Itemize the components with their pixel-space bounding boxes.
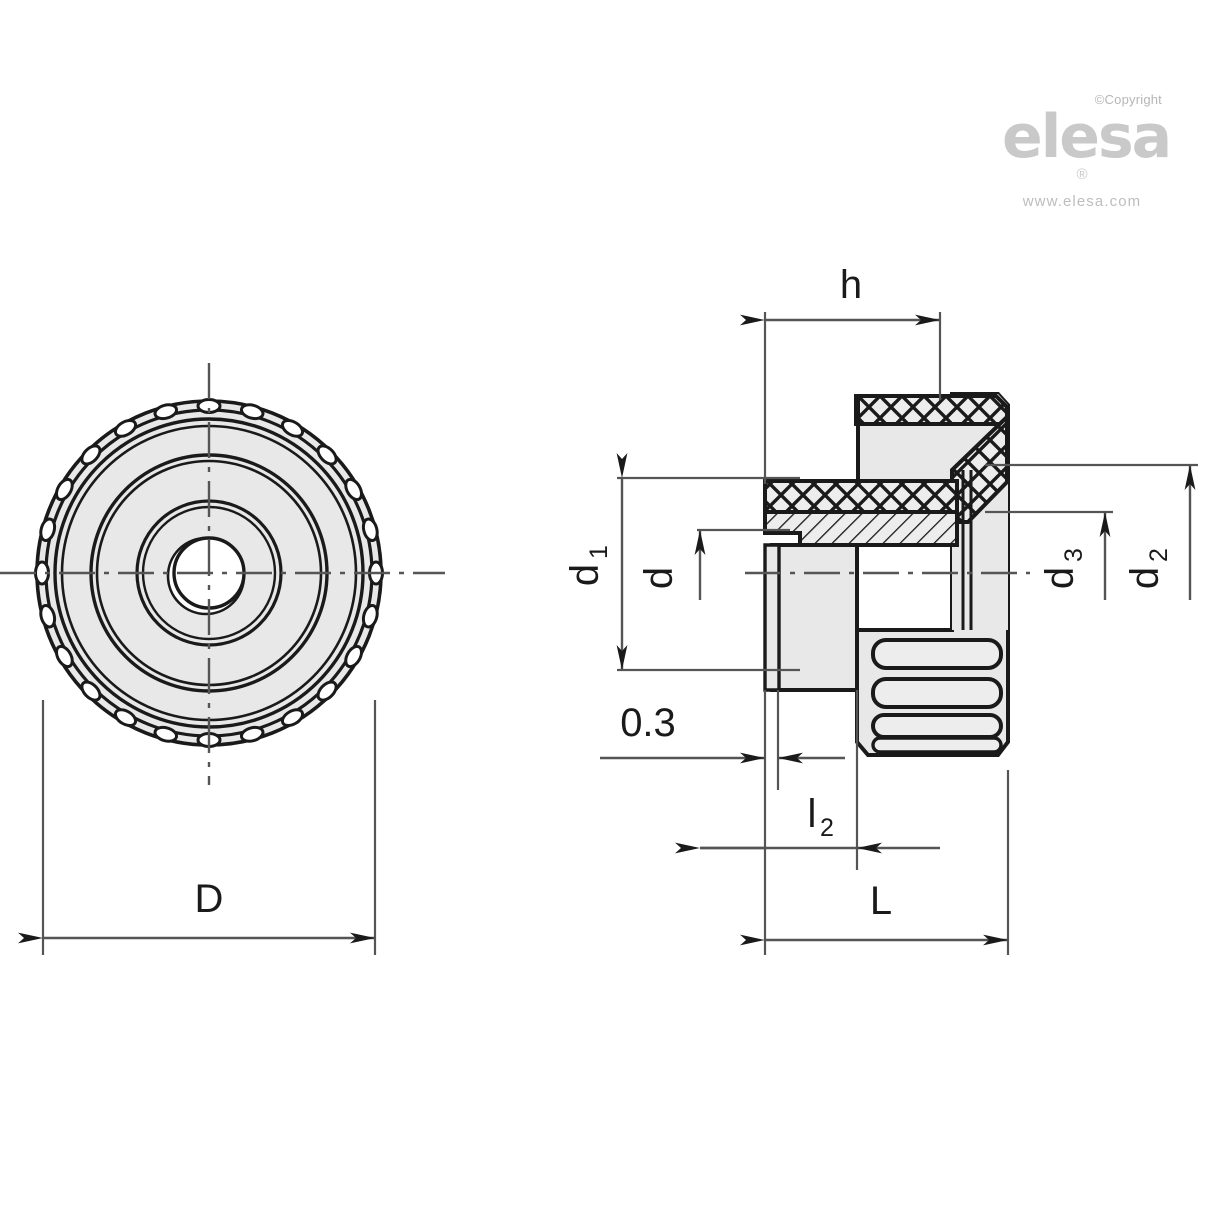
dimension-d1: d 1 [563,453,800,672]
knurl-groove [871,713,1003,739]
dimension-d2: d 2 [985,463,1198,600]
section-knurl-grooves [871,638,1003,754]
knurl-dimple-ring [34,398,384,748]
knurl-groove [871,638,1003,670]
dimension-h: h [740,263,942,484]
copyright-notice: ©Copyright [1094,92,1162,107]
front-view: D [0,363,445,955]
dimension-d3: d 3 [985,510,1113,600]
dimension-d1-label: d [563,564,607,586]
dimension-D: D [18,700,377,955]
metal-insert-section [763,510,959,547]
boss-block [770,543,859,692]
dimension-clearance-label: 0.3 [620,701,676,745]
dimension-l2-label-group: l 2 [808,792,834,842]
dimension-d2-label: d [1123,567,1167,589]
flange-knurl-band [763,479,959,514]
dimension-clearance: 0.3 [600,690,845,860]
brand-logo: elesa® [1002,107,1172,190]
dimension-h-label: h [840,263,862,307]
dimension-d2-label-group: d 2 [1123,548,1173,589]
dimension-d3-label: d [1038,567,1082,589]
elesa-branding: ©Copyright elesa® www.elesa.com [1002,92,1172,211]
boss-left-lip [763,543,781,692]
dimension-l2: l 2 [675,690,940,870]
dimension-d-label: d [637,567,681,589]
brand-wordmark: elesa [1002,102,1172,172]
cap-top-knurl-band [854,394,1009,426]
dimension-d1-label-group: d 1 [563,545,613,586]
registered-trademark-icon: ® [1076,166,1088,183]
dimension-L: L [740,770,1010,955]
dimension-l2-subscript: 2 [820,814,834,842]
section-view: h d 1 d [563,263,1198,955]
dimension-D-label: D [195,877,224,921]
dimension-d-label-group: d [637,567,681,589]
brand-website-url: www.elesa.com [1022,193,1142,211]
dimension-d3-subscript: 3 [1060,548,1088,562]
knurl-groove [871,736,1003,754]
dimension-d1-subscript: 1 [585,545,613,559]
dimension-L-label: L [870,879,892,923]
dimension-d: d [637,528,790,600]
knurl-groove [871,677,1003,709]
dimension-d3-label-group: d 3 [1038,548,1088,589]
dimension-d2-subscript: 2 [1145,548,1173,562]
dimension-l2-label: l [808,792,817,836]
